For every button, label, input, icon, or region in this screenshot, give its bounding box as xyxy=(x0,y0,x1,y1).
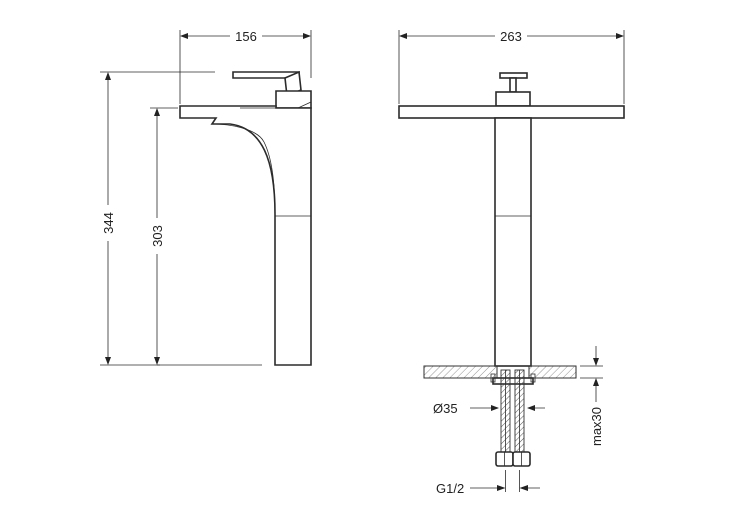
total-height-label: 344 xyxy=(101,212,116,234)
front-body xyxy=(494,117,532,367)
thread-label: G1/2 xyxy=(436,481,464,496)
side-view: 156 344 303 xyxy=(100,27,312,366)
thickness-label: max30 xyxy=(589,407,604,446)
side-spout-body xyxy=(179,105,312,366)
shank-assembly xyxy=(490,369,536,467)
thickness-dimension: max30 xyxy=(580,346,604,446)
diameter-dimension: Ø35 xyxy=(433,401,545,416)
side-width-label: 156 xyxy=(235,29,257,44)
front-view: 263 xyxy=(398,27,625,496)
front-width-dimension: 263 xyxy=(398,27,625,104)
diameter-label: Ø35 xyxy=(433,401,458,416)
side-handle-lever xyxy=(284,70,302,98)
countertop xyxy=(423,365,577,379)
side-spout-curve xyxy=(211,123,276,215)
front-tap-body xyxy=(398,72,625,367)
side-cartridge xyxy=(275,90,312,109)
side-width-dimension: 156 xyxy=(179,27,312,104)
front-handle-stem xyxy=(509,77,517,93)
spout-height-dimension: 303 xyxy=(149,107,178,365)
thread-dimension: G1/2 xyxy=(436,470,540,496)
fixing-nut xyxy=(492,377,534,385)
front-cartridge xyxy=(495,91,531,107)
side-tap-body xyxy=(179,70,312,366)
front-spout-plate xyxy=(398,105,625,119)
front-width-label: 263 xyxy=(500,29,522,44)
spout-height-label: 303 xyxy=(150,225,165,247)
total-height-dimension: 344 xyxy=(100,71,215,366)
